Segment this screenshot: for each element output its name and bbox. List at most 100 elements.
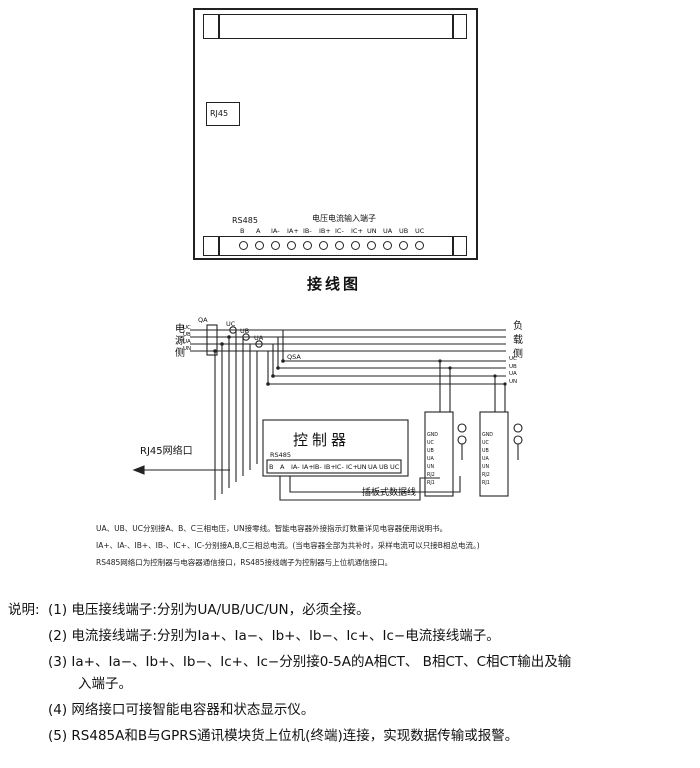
load-line-label: UC — [509, 356, 517, 362]
terminal-strip-left — [218, 236, 220, 256]
module-pin-label: UC — [482, 441, 489, 446]
lamp-2b — [513, 435, 523, 445]
input-terminal-title: 电压电流输入端子 — [312, 214, 376, 223]
controller-terminal: IB+ — [324, 463, 336, 471]
rj45-port — [206, 102, 240, 126]
load-line-label: UB — [509, 363, 517, 370]
load-line-label: UN — [509, 378, 518, 385]
load-line-label: UA — [509, 371, 517, 378]
lamp-1a — [457, 423, 467, 433]
controller-title: 控制器 — [293, 431, 351, 449]
source-side-label: 电源侧 — [175, 324, 185, 359]
module-pin-label: RJ1 — [482, 481, 490, 486]
pin-label-icminus: IC- — [335, 227, 344, 235]
terminal-screw — [335, 241, 344, 250]
terminal-strip — [203, 236, 467, 256]
qsa-label: QSA — [287, 353, 301, 361]
controller-terminal-row — [266, 459, 402, 474]
controller-terminal: IC+ — [346, 463, 358, 471]
diagram-caption: 接线图 — [307, 275, 362, 293]
qa-breaker — [206, 324, 218, 356]
module-pin-label: GND — [427, 433, 438, 438]
rj45-port-label: RJ45 — [210, 109, 229, 118]
pin-label-ua: UA — [383, 227, 393, 235]
controller-terminal: B — [269, 463, 274, 471]
device-top-strip-right — [452, 14, 454, 39]
terminal-screw — [287, 241, 296, 250]
pin-label-b: B — [240, 227, 245, 235]
controller-box — [262, 419, 409, 477]
module-pin-label: UA — [427, 457, 434, 462]
controller-terminal: UC — [390, 463, 400, 471]
terminal-screw — [271, 241, 280, 250]
terminal-screw — [415, 241, 424, 250]
module-pin-label: GND — [482, 433, 493, 438]
controller-rs485-label: RS485 — [270, 451, 292, 459]
module-pin-label: UC — [427, 441, 434, 446]
module-pin-label: RJ1 — [427, 481, 435, 486]
source-line-label: UC — [183, 325, 191, 331]
terminal-screw — [351, 241, 360, 250]
note-line-1: UA、UB、UC分别接A、B、C三相电压，UN接零线。智能电容器外接指示灯数量详… — [96, 524, 448, 533]
module-pin-label: UA — [482, 457, 489, 462]
module-pin-label: UN — [427, 465, 435, 470]
source-line-label: UB — [183, 332, 191, 338]
lamp-2a — [513, 423, 523, 433]
pin-label-uc: UC — [415, 227, 425, 235]
controller-terminal: UA — [368, 463, 378, 471]
controller-terminal: IA+ — [302, 463, 314, 471]
terminal-screw — [255, 241, 264, 250]
ct-label-uc: UC — [226, 320, 236, 328]
description-item-3-cont: 入端子。 — [78, 676, 132, 692]
description-item-5: (5) RS485A和B与GPRS通讯模块货上位机(终端)连接，实现数据传输或报… — [48, 728, 519, 744]
pin-label-ibplus: IB+ — [319, 227, 331, 235]
ct-coil-a — [255, 340, 263, 348]
module-pin-label: RJ2 — [482, 473, 490, 478]
module-pin-label: UB — [427, 449, 434, 454]
capacitor-module-2 — [479, 411, 509, 497]
pin-label-a: A — [256, 227, 261, 235]
description-item-4: (4) 网络接口可接智能电容器和状态显示仪。 — [48, 702, 315, 718]
wiring-diagram — [132, 324, 523, 501]
lamp-1b — [457, 435, 467, 445]
terminal-strip-right — [452, 236, 454, 256]
description-prefix: 说明: — [8, 602, 40, 618]
terminal-screw — [319, 241, 328, 250]
controller-terminal: UN — [357, 463, 367, 471]
cable-label: 插板式数据线 — [362, 488, 417, 498]
controller-terminal: IC- — [335, 463, 344, 471]
terminal-screw — [383, 241, 392, 250]
device-top-strip — [203, 14, 467, 39]
description-item-2: (2) 电流接线端子:分别为Ia+、Ia−、Ib+、Ib−、Ic+、Ic−电流接… — [48, 628, 500, 644]
ct-label-ua: UA — [254, 334, 264, 342]
terminal-screw — [399, 241, 408, 250]
controller-terminal: IB- — [313, 463, 322, 471]
pin-label-ub: UB — [399, 227, 409, 235]
terminal-screw — [367, 241, 376, 250]
pin-label-iaplus: IA+ — [287, 227, 299, 235]
rs485-terminal-title: RS485 — [232, 216, 258, 225]
description-item-1: (1) 电压接线端子:分别为UA/UB/UC/UN，必须全接。 — [48, 602, 370, 618]
pin-label-ibminus: IB- — [303, 227, 312, 235]
module-pin-label: RJ2 — [427, 473, 435, 478]
pin-label-iaminus: IA- — [271, 227, 280, 235]
module-pin-label: UB — [482, 449, 489, 454]
ct-label-ub: UB — [240, 327, 250, 335]
source-line-label: UA — [183, 339, 191, 345]
controller-terminal: A — [280, 463, 285, 471]
source-line-label: UN — [183, 346, 192, 352]
controller-terminal: UB — [379, 463, 389, 471]
note-line-3: RS485网络口为控制器与电容器通信接口，RS485接线端子为控制器与上位机通信… — [96, 558, 393, 567]
capacitor-module-1 — [424, 411, 454, 497]
pin-label-icplus: IC+ — [351, 227, 363, 235]
terminal-screw — [303, 241, 312, 250]
qa-label: QA — [198, 316, 208, 324]
device-outline — [193, 8, 478, 260]
note-line-2: IA+、IA-、IB+、IB-、IC+、IC-分别接A,B,C三相总电流。(当电… — [96, 541, 480, 550]
module-pin-label: UN — [482, 465, 490, 470]
rj45-port-text: RJ45网络口 — [140, 446, 193, 457]
pin-label-un: UN — [367, 227, 377, 235]
load-side-label: 负载侧 — [513, 321, 523, 360]
device-top-strip-left — [218, 14, 220, 39]
description-item-3: (3) Ia+、Ia−、Ib+、Ib−、Ic+、Ic−分别接0-5A的A相CT、… — [48, 654, 572, 670]
